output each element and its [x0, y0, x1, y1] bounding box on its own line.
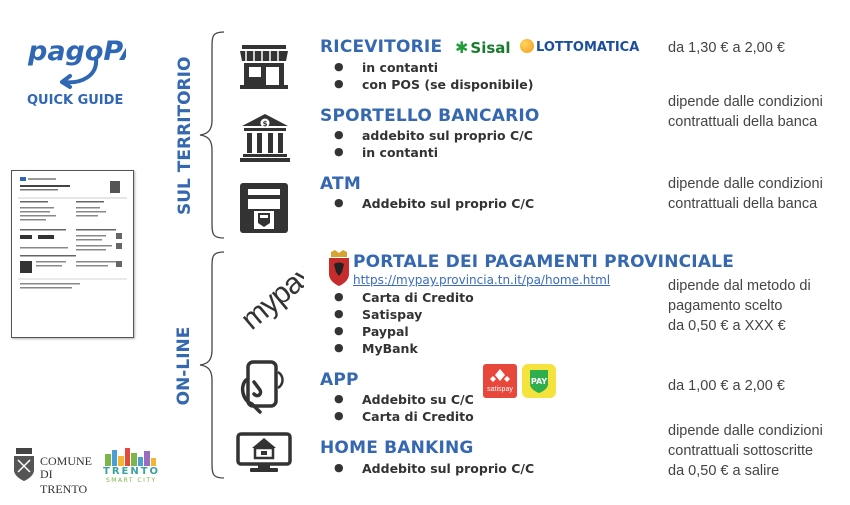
bullet-text: con POS (se disponibile) — [362, 77, 534, 92]
section-title-app: APP — [320, 370, 359, 390]
bullet-dot-icon: ● — [334, 409, 344, 422]
group-label-online: ON-LINE — [174, 326, 194, 406]
brace-territory — [198, 30, 228, 240]
city-skyline-icon — [105, 448, 156, 466]
cost-line: da 1,30 € a 2,00 € — [668, 40, 785, 56]
lottomatica-logo: LOTTOMATICA — [520, 38, 639, 56]
bullet-text: in contanti — [362, 145, 439, 160]
cost-line: da 0,50 € a XXX € — [668, 318, 786, 334]
satispay-label: satispay — [487, 386, 513, 393]
cost-line: contrattuali sottoscritte — [668, 443, 814, 459]
trento-smart-city-logo: TRENTO SMART CITY — [101, 446, 161, 486]
bank-icon: $ — [240, 114, 290, 162]
payment-notice-thumbnail — [11, 170, 134, 338]
bullet-dot-icon: ● — [334, 290, 344, 303]
bullet-item: ● in contanti — [334, 60, 439, 75]
bullet-text: Satispay — [362, 307, 423, 322]
cost-sportello-bancario: dipende dalle condizioni contrattuali de… — [668, 92, 823, 132]
section-title-ricevitorie: RICEVITORIE — [320, 37, 443, 57]
cost-line: da 0,50 € a salire — [668, 463, 780, 479]
bullet-dot-icon: ● — [334, 60, 344, 73]
cost-line: dipende dalle condizioni — [668, 423, 823, 439]
section-title-sportello-bancario: SPORTELLO BANCARIO — [320, 106, 540, 126]
section-title-atm: ATM — [320, 174, 361, 194]
cost-line: pagamento scelto — [668, 298, 783, 314]
bullet-item: ● Addebito su C/C — [334, 392, 474, 407]
bullet-item: ● Addebito sul proprio C/C — [334, 461, 535, 476]
smart-city-label: SMART CITY — [106, 477, 157, 484]
cost-home-banking: dipende dalle condizioni contrattuali so… — [668, 421, 823, 481]
home-banking-icon — [236, 430, 292, 474]
pagopa-logo: pagoPA — [26, 28, 142, 90]
lottomatica-label: LOTTOMATICA — [536, 40, 640, 55]
lottomatica-ball-icon — [520, 39, 534, 53]
section-title-home-banking: HOME BANKING — [320, 438, 474, 458]
cost-atm: dipende dalle condizioni contrattuali de… — [668, 174, 823, 214]
cost-line: contrattuali della banca — [668, 196, 818, 212]
cost-portale: dipende dal metodo di pagamento scelto d… — [668, 276, 811, 336]
cost-app: da 1,00 € a 2,00 € — [668, 376, 785, 396]
cost-line: contrattuali della banca — [668, 114, 818, 130]
smartphone-tap-icon — [240, 360, 286, 416]
comune-line-1: COMUNE — [40, 454, 93, 468]
shop-icon — [240, 45, 288, 89]
comune-line-2: DI TRENTO — [40, 467, 88, 496]
bullet-text: Carta di Credito — [362, 290, 474, 305]
svg-text:mypay: mypay — [235, 264, 304, 334]
mypay-portal-link[interactable]: https://mypay.provincia.tn.it/pa/home.ht… — [353, 273, 611, 287]
bullet-dot-icon: ● — [334, 196, 344, 209]
bullet-text: Addebito su C/C — [362, 392, 474, 407]
section-title-portale: PORTALE DEI PAGAMENTI PROVINCIALE — [353, 252, 735, 272]
bullet-dot-icon: ● — [334, 128, 344, 141]
bullet-item: ● Carta di Credito — [334, 290, 474, 305]
bullet-dot-icon: ● — [334, 392, 344, 405]
bullet-text: in contanti — [362, 60, 439, 75]
bullet-item: ● con POS (se disponibile) — [334, 77, 534, 92]
provincia-coat-of-arms-icon — [327, 250, 351, 293]
comune-di-trento-logo: COMUNE DI TRENTO — [12, 446, 102, 496]
bullet-dot-icon: ● — [334, 77, 344, 90]
quick-guide-label: QUICK GUIDE — [27, 93, 124, 108]
bullet-dot-icon: ● — [334, 461, 344, 474]
atm-icon — [240, 183, 288, 233]
pay-app-logo: PAY — [522, 364, 556, 398]
bullet-item: ● Paypal — [334, 324, 409, 339]
bullet-text: addebito sul proprio C/C — [362, 128, 533, 143]
cost-ricevitorie: da 1,30 € a 2,00 € — [668, 38, 785, 58]
bullet-dot-icon: ● — [334, 341, 344, 354]
sisal-star-icon: ✱ — [455, 38, 469, 57]
bullet-text: Paypal — [362, 324, 409, 339]
bullet-text: Addebito sul proprio C/C — [362, 196, 535, 211]
bullet-dot-icon: ● — [334, 324, 344, 337]
bullet-item: ● MyBank — [334, 341, 418, 356]
bullet-text: Carta di Credito — [362, 409, 474, 424]
cost-line: dipende dalle condizioni — [668, 176, 823, 192]
satispay-logo: satispay — [483, 364, 517, 398]
bullet-item: ● Satispay — [334, 307, 423, 322]
cost-line: dipende dal metodo di — [668, 278, 811, 294]
cost-line: da 1,00 € a 2,00 € — [668, 378, 785, 394]
cost-line: dipende dalle condizioni — [668, 94, 823, 110]
satispay-diamond-icon — [490, 369, 510, 382]
bullet-item: ● Carta di Credito — [334, 409, 474, 424]
bullet-text: Addebito sul proprio C/C — [362, 461, 535, 476]
pay-label: PAY — [530, 377, 548, 386]
bullet-item: ● in contanti — [334, 145, 439, 160]
pay-shield-icon — [530, 370, 548, 393]
trento-coat-of-arms-icon — [14, 448, 34, 481]
bullet-item: ● Addebito sul proprio C/C — [334, 196, 535, 211]
svg-text:$: $ — [263, 120, 268, 128]
pagopa-wordmark: pagoPA — [27, 36, 126, 67]
mypay-logo: mypay — [232, 264, 304, 334]
bullet-dot-icon: ● — [334, 307, 344, 320]
trento-label: TRENTO — [103, 466, 161, 477]
sisal-label: Sisal — [470, 39, 511, 57]
bullet-text: MyBank — [362, 341, 418, 356]
group-label-territory: SUL TERRITORIO — [175, 56, 195, 215]
brace-online — [198, 250, 228, 480]
bullet-dot-icon: ● — [334, 145, 344, 158]
sisal-logo: ✱Sisal — [455, 38, 511, 58]
bullet-item: ● addebito sul proprio C/C — [334, 128, 533, 143]
